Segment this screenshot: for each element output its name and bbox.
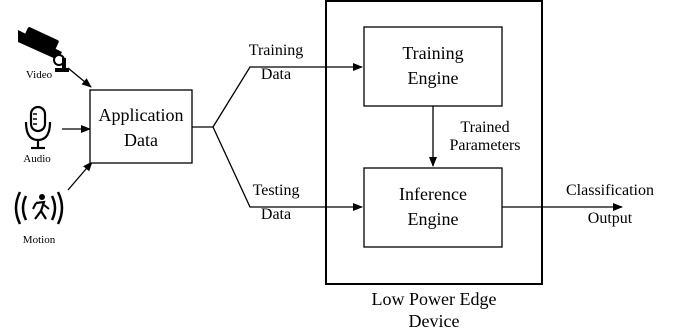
inference-engine-box xyxy=(363,167,503,248)
application-data-line2: Data xyxy=(124,130,158,150)
output-label: Output xyxy=(588,210,633,227)
edge-device-box xyxy=(325,0,543,285)
motion-arrow xyxy=(67,161,93,191)
training-data-line1: Training xyxy=(249,42,304,59)
inference-engine-line2: Engine xyxy=(408,209,459,229)
device-caption-line2: Device xyxy=(409,311,460,331)
training-engine-box xyxy=(363,26,503,107)
testing-data-arrow xyxy=(212,126,363,211)
training-data-arrow xyxy=(212,63,363,128)
trained-parameters-line1: Trained xyxy=(460,119,509,136)
training-data-line2: Data xyxy=(261,66,291,83)
application-data-box xyxy=(89,89,193,164)
audio-label: Audio xyxy=(23,153,51,165)
microphone-icon xyxy=(24,105,52,150)
application-data-line1: Application xyxy=(99,105,184,125)
testing-data-line2: Data xyxy=(261,206,291,223)
device-caption-line1: Low Power Edge xyxy=(372,289,497,309)
inference-engine-line1: Inference xyxy=(399,184,467,204)
trained-parameters-line2: Parameters xyxy=(449,137,520,154)
classification-label: Classification xyxy=(566,182,654,199)
training-engine-line1: Training xyxy=(402,43,463,63)
motion-icon xyxy=(14,191,64,225)
video-arrow xyxy=(67,67,92,88)
camera-icon xyxy=(18,27,69,72)
motion-label: Motion xyxy=(23,234,56,246)
testing-data-line1: Testing xyxy=(253,182,300,199)
training-engine-line2: Engine xyxy=(408,68,459,88)
video-label: Video xyxy=(26,69,53,81)
